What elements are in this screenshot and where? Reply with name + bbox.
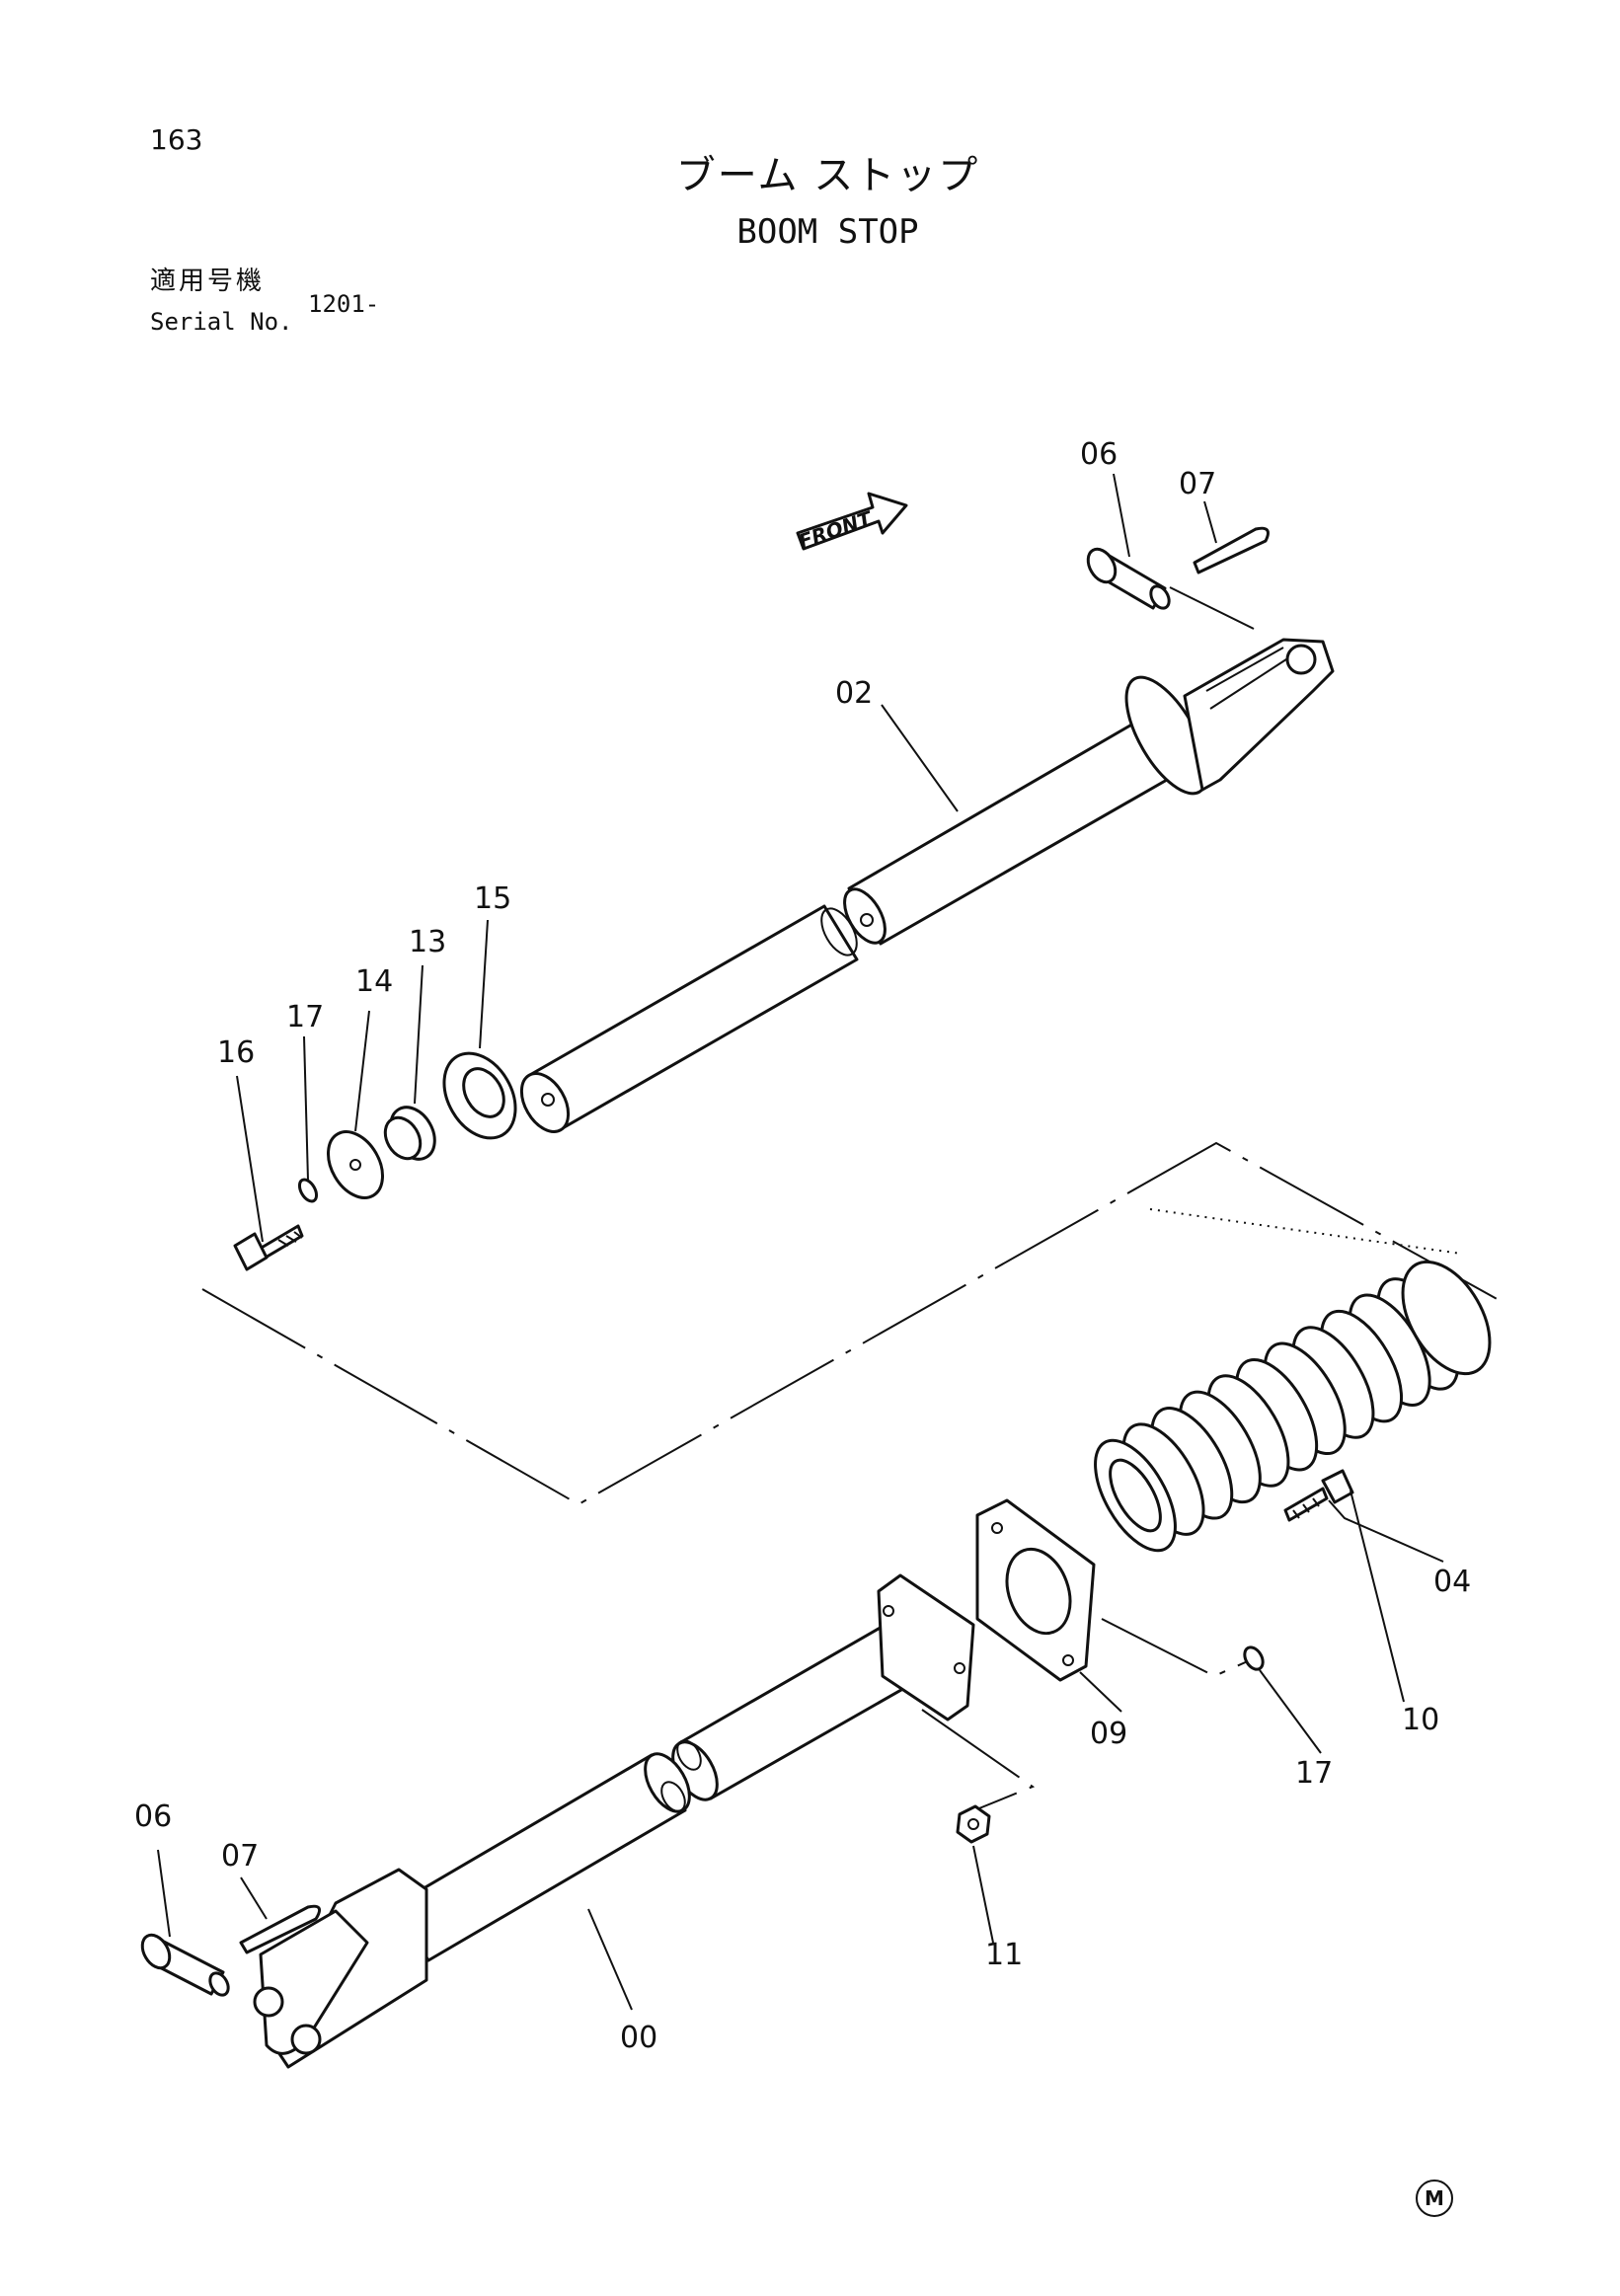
callout-17-lower: 17 xyxy=(1295,1756,1333,1791)
spring-end xyxy=(1109,1458,1162,1533)
rod-upper xyxy=(519,586,1335,1133)
front-arrow-label: FRONT xyxy=(796,506,876,554)
flange-plate-09 xyxy=(975,1498,1096,1682)
callout-06-top: 06 xyxy=(1080,437,1118,472)
callout-11: 11 xyxy=(985,1938,1023,1972)
lockwasher-17-lower xyxy=(1243,1645,1265,1671)
callout-00: 00 xyxy=(620,2021,657,2055)
bolt-10 xyxy=(1283,1469,1354,1522)
alignment-line-nut xyxy=(921,1709,1036,1813)
callout-15: 15 xyxy=(474,881,511,916)
callout-07-bottom: 07 xyxy=(221,1839,259,1874)
pin-06-bottom xyxy=(140,1933,230,1997)
callout-17-upper: 17 xyxy=(286,1000,324,1034)
callout-06-bottom: 06 xyxy=(134,1799,172,1834)
alignment-line-upper xyxy=(201,1141,1502,1506)
serial-number-value: 1201- xyxy=(308,290,380,318)
page-number: 163 xyxy=(150,123,203,156)
pin-06-top xyxy=(1086,547,1171,610)
callout-16: 16 xyxy=(217,1035,255,1070)
bushing-13 xyxy=(383,1106,436,1161)
manual-mark-icon: M xyxy=(1416,2180,1453,2217)
callout-07-top: 07 xyxy=(1179,467,1216,501)
washer-15 xyxy=(442,1051,517,1140)
serial-label-japanese: 適用号機 xyxy=(150,267,266,296)
page-title-english: BOOM STOP xyxy=(736,212,919,252)
cotter-pin-07-bottom xyxy=(239,1904,322,1954)
callout-02: 02 xyxy=(835,676,873,711)
spring-04 xyxy=(1094,1208,1492,1553)
bolt-16 xyxy=(233,1224,304,1271)
alignment-line-bolt xyxy=(1101,1618,1251,1678)
tube-lower xyxy=(253,1573,975,2069)
washer-14 xyxy=(327,1130,384,1199)
serial-label-english: Serial No. xyxy=(150,308,293,336)
callout-04: 04 xyxy=(1433,1565,1471,1599)
page-title-japanese: ブーム ストップ xyxy=(675,153,980,198)
lockwasher-17-upper xyxy=(297,1178,319,1203)
callout-14: 14 xyxy=(355,964,393,999)
callout-09: 09 xyxy=(1090,1717,1127,1751)
callout-13: 13 xyxy=(409,925,446,959)
nut-11 xyxy=(956,1804,991,1844)
cotter-pin-07-top xyxy=(1193,526,1270,574)
callout-10: 10 xyxy=(1402,1703,1439,1737)
front-arrow-icon: FRONT xyxy=(796,492,908,554)
